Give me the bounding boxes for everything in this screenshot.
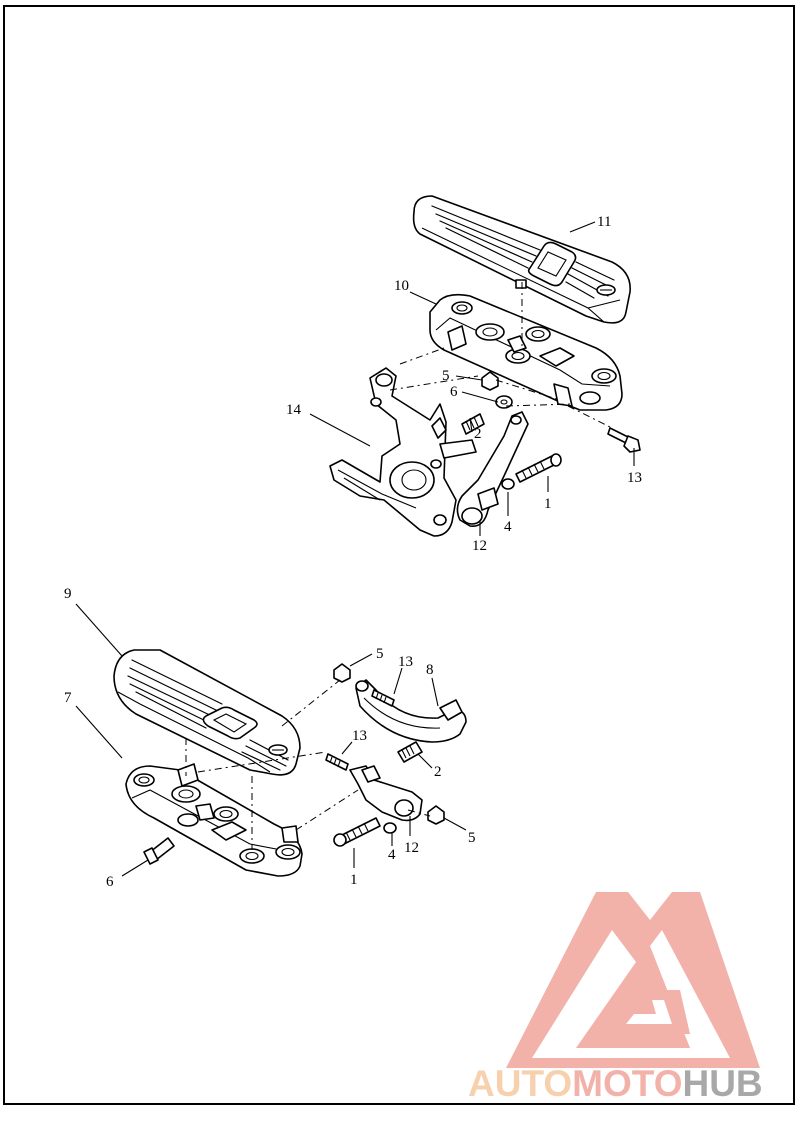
callout-5: 5 [442, 368, 450, 384]
watermark-g-cut [626, 1000, 672, 1024]
callout-1: 1 [544, 496, 552, 512]
callout-13-lower-top: 13 [398, 654, 413, 670]
diagram-border [3, 5, 795, 1105]
bolt-upper [515, 453, 562, 483]
mounting-bracket-upper [329, 367, 457, 537]
callout-9: 9 [64, 586, 72, 602]
callout-2: 2 [474, 426, 482, 442]
footboard-pad-lower [113, 649, 301, 776]
watermark-text-moto: MOTO [572, 1063, 682, 1104]
callout-5-lower-top: 5 [376, 646, 384, 662]
watermark-logo: AUTOMOTOHUB [468, 892, 763, 1104]
leader-lines [75, 221, 635, 877]
callout-1-lower: 1 [350, 872, 358, 888]
callout-11: 11 [597, 214, 611, 230]
upper-assembly [329, 195, 641, 537]
stud-2-lower [397, 741, 423, 763]
footboard-support-lower [125, 763, 303, 877]
watermark-text: AUTOMOTOHUB [468, 1063, 763, 1104]
callout-12-lower: 12 [404, 840, 419, 856]
arm-12-lower [349, 765, 423, 822]
watermark-triangle-inner [532, 930, 730, 1058]
lower-assembly [113, 649, 467, 877]
callout-4-lower: 4 [388, 847, 396, 863]
nut-upper [481, 371, 499, 391]
arm-upper [456, 411, 529, 527]
callout-7: 7 [64, 690, 72, 706]
callout-10: 10 [394, 278, 409, 294]
arm-8-lower [355, 679, 467, 743]
bolt-13-lower-top [371, 689, 395, 707]
stud-6-lower [143, 837, 175, 865]
callout-12: 12 [472, 538, 487, 554]
pivot-shaft-upper [439, 439, 477, 459]
nut-lower [427, 805, 445, 825]
callout-13: 13 [627, 470, 642, 486]
callout-6-lower: 6 [106, 874, 114, 890]
washer-4-upper [501, 478, 515, 490]
callout-2-lower: 2 [434, 764, 442, 780]
stud-upper [461, 413, 485, 435]
footboard-support-upper [429, 293, 623, 411]
callout-5-lower: 5 [468, 830, 476, 846]
callout-8: 8 [426, 662, 434, 678]
bolt-13-lower [325, 753, 349, 771]
bolt-13-upper [607, 427, 641, 453]
nut-lower-top [333, 663, 351, 683]
callout-labels: 11 10 5 6 14 2 13 1 4 12 9 5 13 8 7 13 2… [64, 214, 642, 890]
washer-4-lower [383, 822, 397, 834]
watermark-text-hub: HUB [682, 1063, 762, 1104]
watermark-text-auto: AUTO [468, 1063, 572, 1104]
callout-14: 14 [286, 402, 302, 418]
callout-13-lower: 13 [352, 728, 367, 744]
footboard-pad-upper [412, 195, 631, 324]
bolt-1-lower [333, 817, 381, 847]
callout-4: 4 [504, 519, 512, 535]
callout-6: 6 [450, 384, 458, 400]
